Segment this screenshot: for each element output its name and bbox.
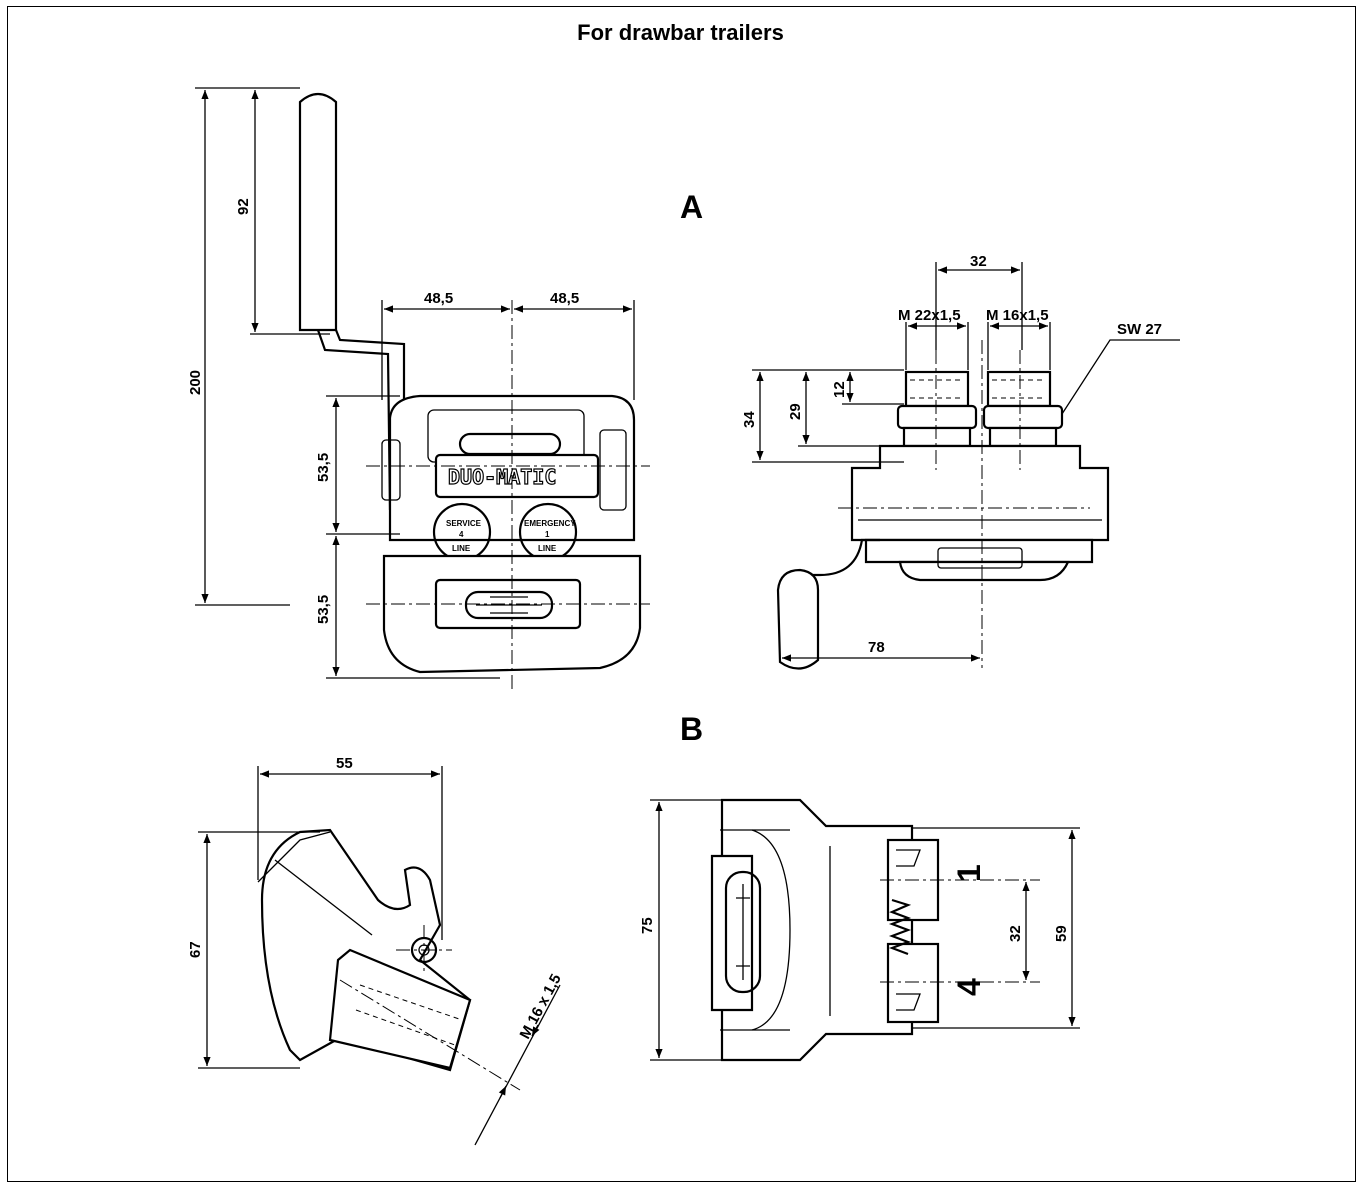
thread-m16-b: M 16 x 1,5 [517,971,565,1042]
hex-nut-right [982,404,1064,430]
b-top-edge [257,831,331,883]
b-top-body-edges [720,829,790,1031]
fitting-right-thread [986,370,1052,408]
coupling-front-view: DUO-MATIC SERVICE 4 LINE EMERGENCY 1 LIN… [187,87,650,690]
b-top-spring [888,898,912,956]
dim-75: 75 [639,917,656,934]
dim-55: 55 [336,755,353,772]
emergency-line-text: LINE [538,544,557,553]
b-top-fitting-4 [886,942,940,1024]
lower-plate [434,578,582,630]
b-top-fitting-details [896,849,921,1011]
dim-48-5-right: 48,5 [550,290,579,307]
b-top-port [724,870,762,994]
center-line [396,925,452,975]
side-handle-grip [776,568,820,670]
thread-m16: M 16x1,5 [986,307,1049,324]
leader-line [474,984,561,1146]
hex-nut-left [896,404,978,430]
emergency-text: EMERGENCY [524,519,576,528]
dim-67: 67 [187,941,204,958]
dim-78: 78 [868,639,885,656]
right-latch [599,429,627,511]
brand-logo: DUO-MATIC [448,465,556,489]
service-line-text: LINE [452,544,471,553]
b-top-curve [751,829,791,1031]
dimension-arrow [531,1024,540,1037]
fitting-right-base [988,426,1058,448]
side-housing [850,444,1110,542]
b-top-fitting-1 [886,838,940,922]
page-title: For drawbar trailers [577,20,784,45]
b-inner-line [274,859,373,936]
thread-hidden-lines [910,379,1046,399]
dim-34: 34 [741,411,758,428]
side-slot [937,547,1023,569]
left-latch [381,439,401,501]
drawing-frame [7,6,1356,1182]
service-text: SERVICE [446,519,482,528]
coupling-side-view: 32 M 22x1,5 M 16x1,5 SW 27 34 29 12 78 [741,253,1180,670]
coupling-b-top-view: 1 4 75 59 32 [639,798,1080,1062]
dim-29: 29 [787,403,804,420]
coupling-b-side-view: 55 67 M 16 x 1,5 [187,755,565,1146]
wrench-size: SW 27 [1117,321,1162,338]
dimension-arrow [498,1085,507,1099]
dim-200: 200 [187,370,204,395]
b-top-end-cap [710,854,754,1012]
leader-line [1061,339,1180,415]
dim-32-side: 32 [970,253,987,270]
port-4-label: 4 [951,978,987,996]
thread-m22: M 22x1,5 [898,307,961,324]
center-line [339,979,521,1091]
dim-53-5-lower: 53,5 [315,595,332,624]
b-top-port-detail [736,884,750,980]
dim-92: 92 [235,198,252,215]
view-label-b: B [680,711,703,747]
view-label-a: A [680,189,703,225]
lower-port-grooves [476,596,542,614]
dim-32-b: 32 [1007,925,1024,942]
side-housing-lower [864,538,1094,564]
side-lever [800,538,880,577]
dim-53-5-upper: 53,5 [315,453,332,482]
service-number: 4 [459,530,464,539]
side-housing-bottom [898,560,1070,582]
dim-59: 59 [1053,925,1070,942]
dim-12: 12 [831,381,848,398]
port-1-label: 1 [951,864,987,882]
b-top-body [720,798,914,1062]
fitting-left-base [902,426,972,448]
handle-grip [298,92,338,332]
emergency-number: 1 [545,530,550,539]
fitting-left-thread [904,370,970,408]
dim-48-5-left: 48,5 [424,290,453,307]
lower-port [464,590,554,620]
